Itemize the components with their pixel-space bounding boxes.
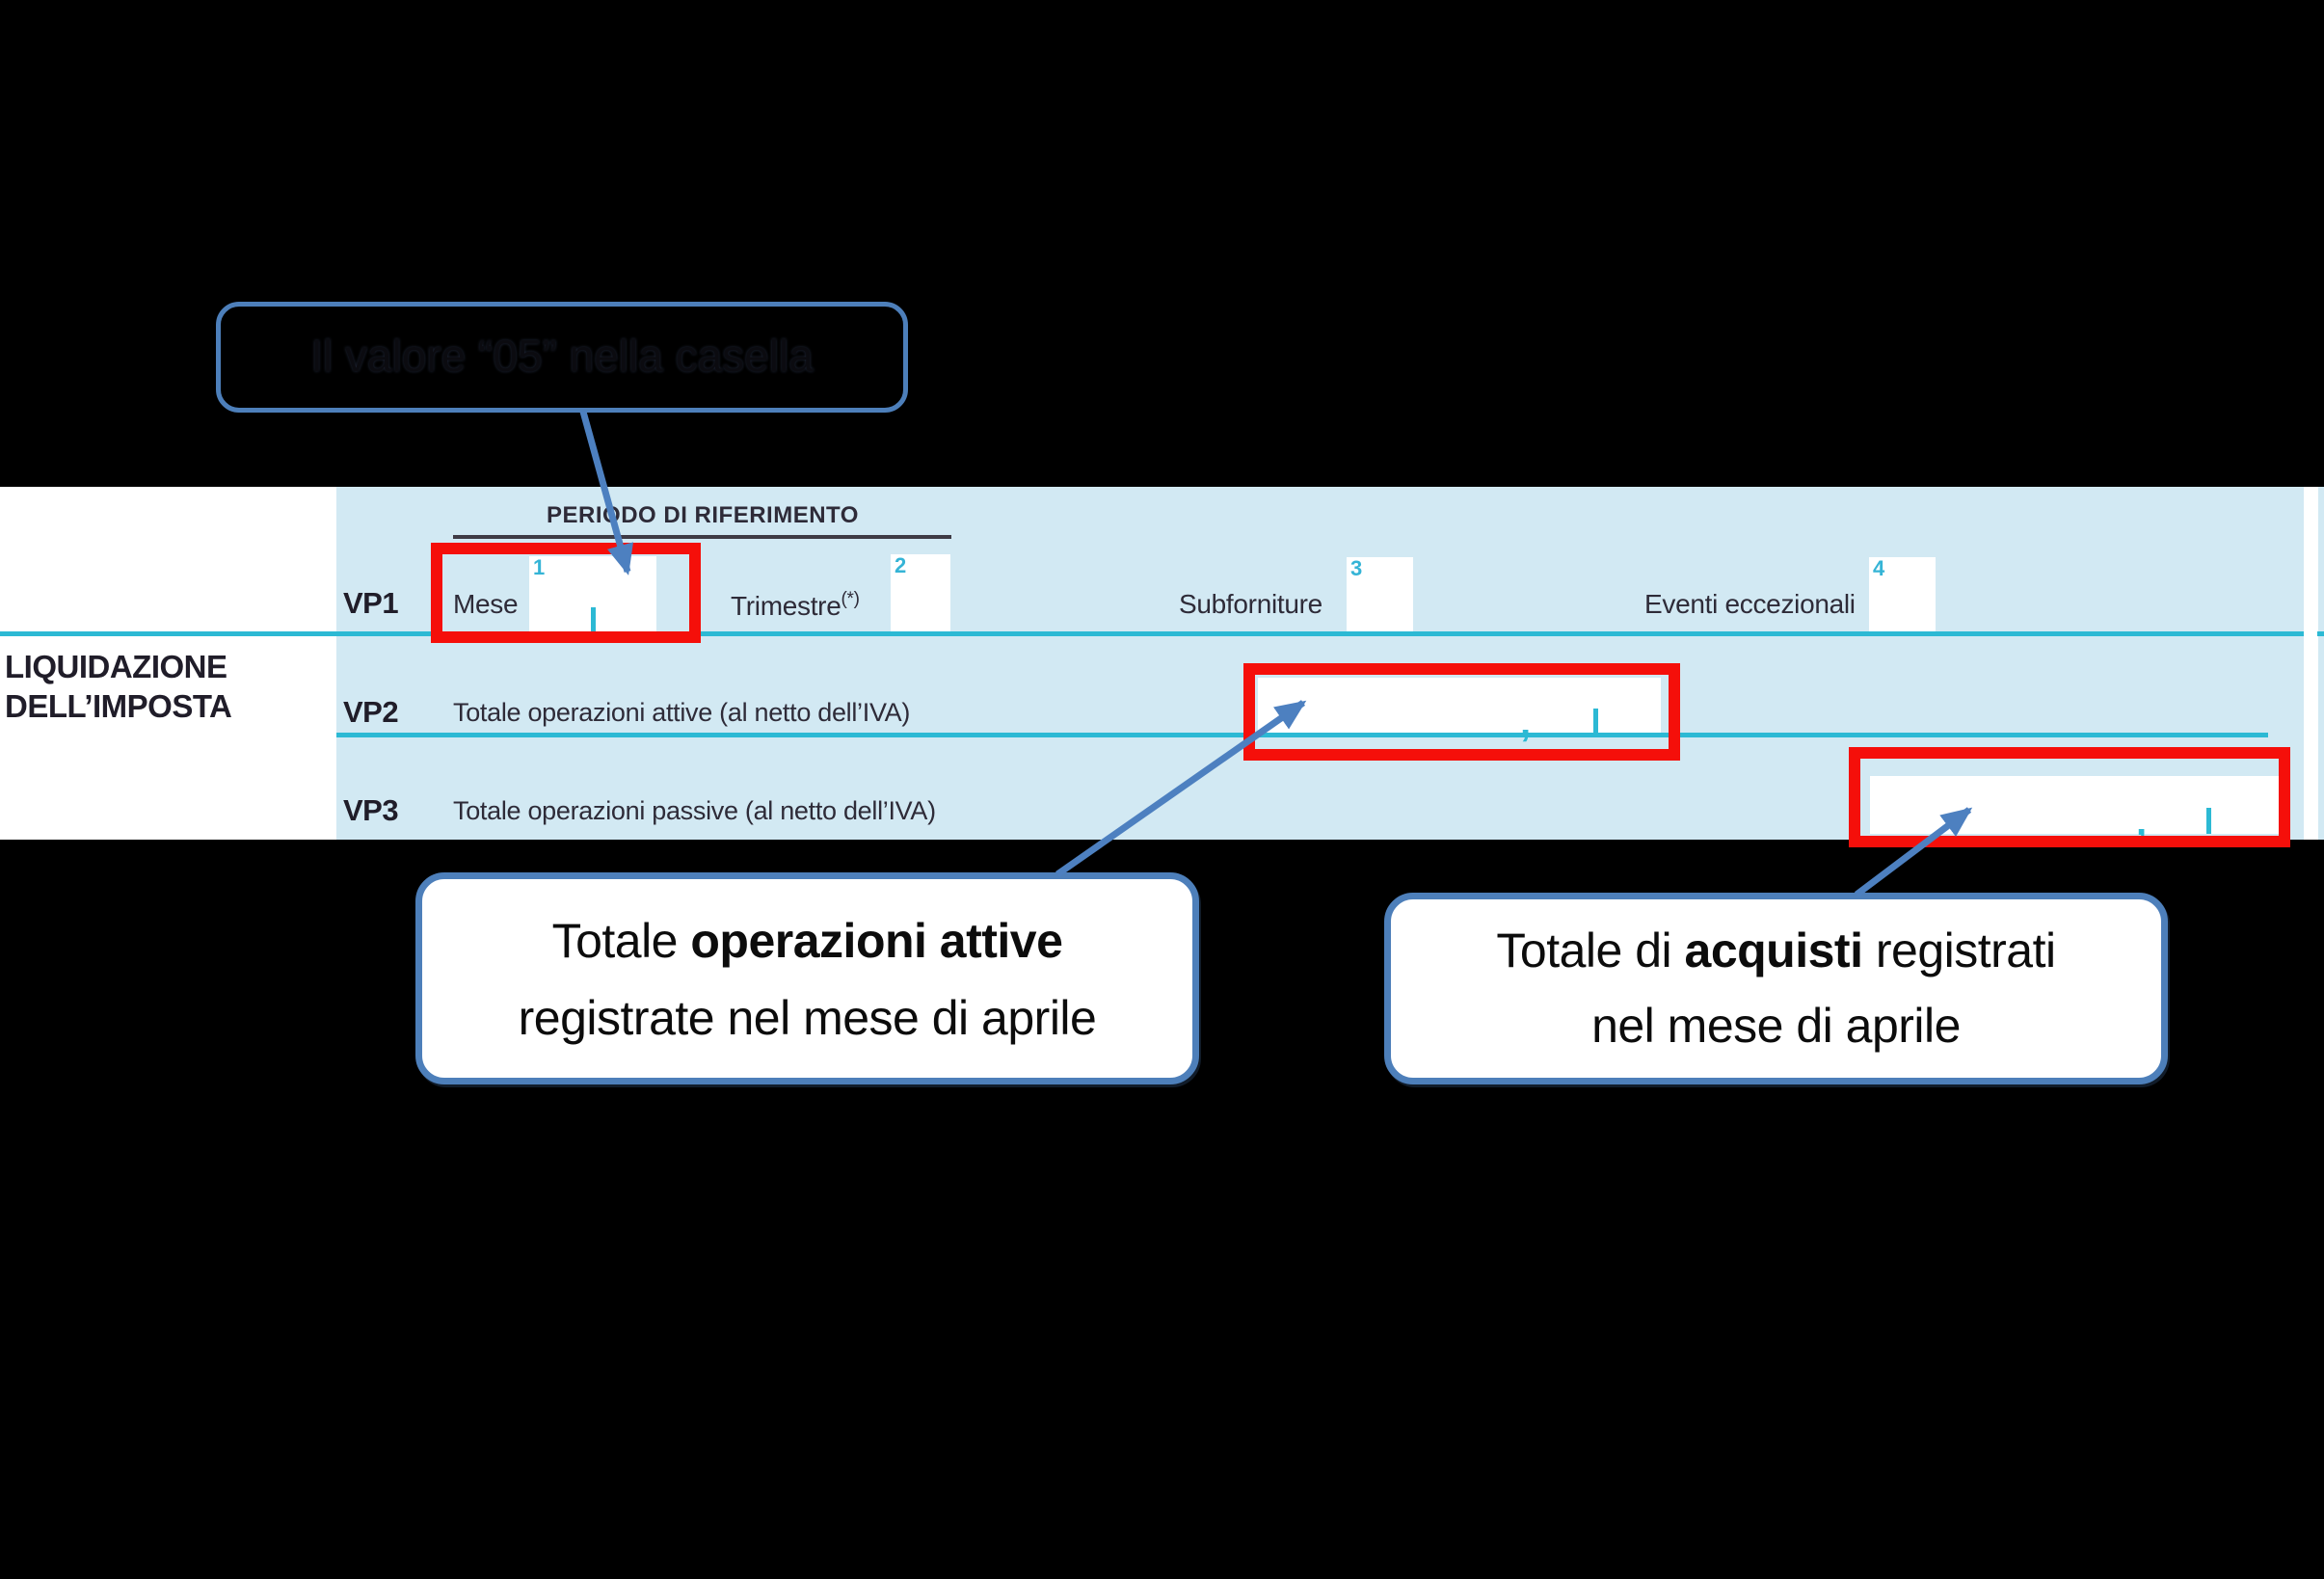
vp1-eventi-box[interactable]: 4 — [1869, 557, 1936, 633]
callout-mese-value: Il valore “05” nella casella — [216, 302, 908, 413]
box-number-1: 1 — [533, 555, 546, 579]
trimestre-note: (*) — [841, 589, 860, 609]
section-title: LIQUIDAZIONE DELL’IMPOSTA — [5, 649, 232, 724]
box-number-3: 3 — [1350, 556, 1363, 580]
vat-form-strip: PERIODO DI RIFERIMENTO VP1 Mese 1 Trimes… — [0, 487, 2324, 847]
decimal-comma: , — [2136, 801, 2148, 843]
red-highlight-vp3 — [1849, 747, 2290, 847]
box-number-4: 4 — [1873, 556, 1885, 580]
callout-vp3: Totale di acquisti registrati nel mese d… — [1384, 893, 2168, 1084]
row-code-vp2: VP2 — [343, 695, 399, 729]
period-header-rule — [453, 535, 951, 539]
decimal-tick — [591, 607, 596, 632]
label-vp3: Totale operazioni passive (al netto dell… — [453, 796, 936, 825]
form-right-margin — [2304, 487, 2318, 840]
label-eventi-eccezionali: Eventi eccezionali — [1644, 589, 1856, 619]
callout-vp2: Totale operazioni attive registrate nel … — [415, 872, 1199, 1084]
row-code-vp3: VP3 — [343, 793, 399, 827]
red-highlight-mese — [431, 543, 701, 643]
red-highlight-vp2 — [1243, 663, 1680, 761]
form-left-column — [0, 487, 336, 840]
vp1-trimestre-box[interactable]: 2 — [891, 554, 950, 633]
label-trimestre: Trimestre(*) — [731, 589, 860, 621]
label-mese: Mese — [453, 589, 519, 619]
row-divider-vp1-edge — [2317, 631, 2324, 636]
row-code-vp1: VP1 — [343, 586, 399, 620]
row-divider-vp1 — [0, 631, 2304, 636]
period-header: PERIODO DI RIFERIMENTO — [547, 502, 859, 528]
label-subforniture: Subforniture — [1179, 589, 1322, 619]
decimal-tick — [1593, 709, 1598, 735]
label-vp2: Totale operazioni attive (al netto dell’… — [453, 698, 911, 727]
box-number-2: 2 — [895, 553, 907, 577]
vp1-subforniture-box[interactable]: 3 — [1347, 557, 1413, 633]
decimal-comma: , — [1520, 702, 1532, 744]
decimal-tick — [2206, 808, 2211, 834]
vp2-amount-box[interactable]: , — [1258, 678, 1661, 742]
